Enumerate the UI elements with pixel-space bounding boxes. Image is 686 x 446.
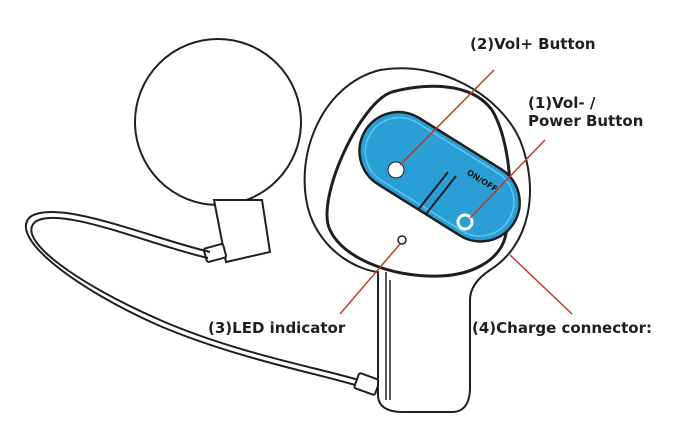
label-vol-minus-line1: (1)Vol- /	[528, 94, 596, 112]
label-vol-plus: (2)Vol+ Button	[470, 35, 596, 53]
ear-pad-connector	[212, 199, 272, 264]
label-vol-minus-line2: Power Button	[528, 112, 644, 130]
label-vol-minus: (1)Vol- / Power Button	[528, 94, 643, 130]
cable-plug-right	[353, 372, 381, 396]
callout-vol-plus	[399, 69, 495, 166]
cable-inner	[24, 211, 366, 389]
label-led: (3)LED indicator	[208, 319, 346, 337]
callout-vol-minus	[469, 139, 546, 219]
cable	[30, 216, 366, 383]
callout-led	[339, 243, 401, 315]
cable-plug-left	[202, 243, 228, 263]
callout-charge	[509, 254, 573, 315]
led-indicator	[397, 235, 407, 245]
label-charge: (4)Charge connector:	[472, 319, 652, 337]
power-button	[456, 213, 474, 231]
ear-pad	[134, 38, 302, 206]
vol-plus-button	[387, 161, 405, 179]
